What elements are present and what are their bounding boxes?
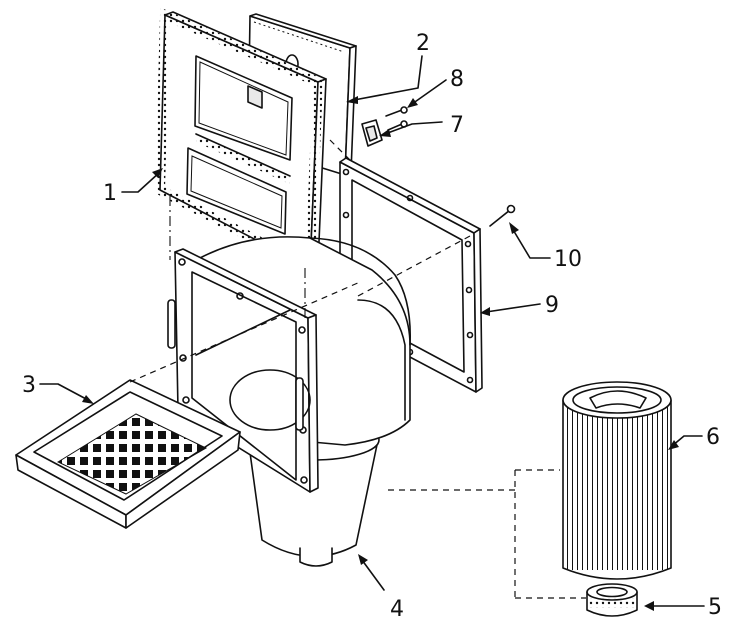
callout-6: 6	[706, 425, 720, 450]
part-5-adapter-ring	[586, 583, 638, 617]
callout-4: 4	[390, 597, 404, 622]
callout-1: 1	[103, 181, 117, 206]
part-1-faceplate	[154, 7, 327, 277]
callout-9: 9	[545, 293, 559, 318]
leader-arrows	[39, 55, 705, 611]
callout-7: 7	[450, 113, 464, 138]
part-3-basket	[15, 379, 241, 529]
callout-3: 3	[22, 373, 36, 398]
assembly-guide-lines	[129, 139, 586, 599]
part-10-mounting-screw	[489, 204, 516, 227]
callout-2: 2	[416, 31, 430, 56]
part-6-filter-cartridge	[562, 381, 672, 580]
callout-5: 5	[708, 595, 722, 620]
part-7-clip	[361, 119, 383, 147]
callout-8: 8	[450, 67, 464, 92]
callout-10: 10	[554, 247, 582, 272]
part-4-skimmer-body	[167, 236, 412, 567]
